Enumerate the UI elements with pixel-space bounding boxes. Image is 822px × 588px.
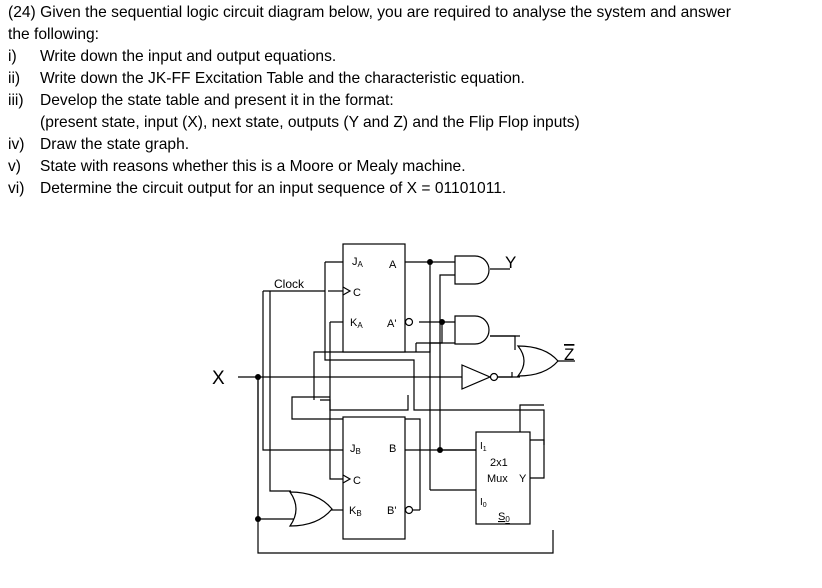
ffb-qn-label: B': [387, 505, 396, 517]
item-text: Write down the input and output equation…: [40, 48, 337, 65]
mux-sel-label: S0: [498, 511, 510, 524]
mux-i1-label: I1: [480, 441, 487, 453]
ffb-q-label: B: [389, 443, 396, 455]
ffa-q-label: A: [389, 259, 397, 271]
ffb-c-label: C: [353, 475, 361, 487]
flip-flop-a-box: [342, 243, 406, 353]
question-item-continuation: (present state, input (X), next state, o…: [8, 112, 816, 134]
output-z-label: Z: [564, 345, 574, 364]
question-intro-line1: (24) Given the sequential logic circuit …: [8, 4, 731, 21]
item-text: Write down the JK-FF Excitation Table an…: [40, 70, 525, 87]
ffa-j-label: JA: [352, 256, 364, 269]
or-gate-bottom: [288, 491, 333, 527]
mux-2x1: I1 2x1 Mux Y I0 S0: [475, 431, 531, 525]
mux-name-1: 2x1: [490, 457, 508, 469]
clock-label: Clock: [274, 277, 305, 291]
ffb-k-label: KB: [349, 505, 362, 518]
item-number: iii): [8, 92, 24, 109]
ffa-inversion-bubble: [404, 317, 414, 327]
question-item: iii) Develop the state table and present …: [8, 90, 816, 112]
item-text: Determine the circuit output for an inpu…: [40, 180, 507, 197]
ffa-clock-triangle: [342, 286, 352, 296]
question-text: (24) Given the sequential logic circuit …: [8, 2, 816, 200]
item-number: iv): [8, 136, 25, 153]
ffb-inversion-bubble: [404, 505, 414, 515]
output-y-label: Y: [505, 253, 516, 272]
question-intro-line2: the following:: [8, 26, 100, 43]
item-number: ii): [8, 70, 21, 87]
or-gate-z: [516, 345, 559, 377]
mux-out-label: Y: [519, 473, 527, 485]
item-text: (present state, input (X), next state, o…: [40, 114, 580, 131]
buffer-inversion-bubble: [489, 372, 499, 382]
flip-flop-a: JA A C KA A': [342, 243, 414, 353]
item-number: i): [8, 48, 17, 65]
item-number: vi): [8, 180, 25, 197]
ffb-clock-triangle: [342, 474, 352, 484]
mux-i0-label: I0: [480, 497, 487, 509]
item-number: v): [8, 158, 21, 175]
input-x-label: X: [212, 368, 225, 389]
question-item: i) Write down the input and output equati…: [8, 46, 816, 68]
mux-name-2: Mux: [487, 473, 508, 485]
item-text: Draw the state graph.: [40, 136, 190, 153]
circuit-wires: [238, 261, 554, 554]
wire-junctions: [255, 259, 445, 522]
ffb-j-label: JB: [350, 443, 361, 456]
question-item: ii) Write down the JK-FF Excitation Table…: [8, 68, 816, 90]
item-text: State with reasons whether this is a Moo…: [40, 158, 466, 175]
flip-flop-b: JB B C KB B': [342, 416, 414, 540]
question-item: v) State with reasons whether this is a M…: [8, 156, 816, 178]
flip-flop-b-box: [342, 416, 406, 540]
buffer-gate: [461, 364, 492, 390]
ffa-k-label: KA: [350, 317, 363, 330]
question-item: iv) Draw the state graph.: [8, 134, 816, 156]
mux-box: [475, 431, 531, 525]
and-gate-2: [454, 315, 490, 345]
and-gate-y: [454, 255, 490, 285]
ffa-c-label: C: [353, 287, 361, 299]
ffa-qn-label: A': [387, 318, 396, 330]
item-text: Develop the state table and present it i…: [40, 92, 394, 109]
question-item: vi) Determine the circuit output for an i…: [8, 178, 816, 200]
